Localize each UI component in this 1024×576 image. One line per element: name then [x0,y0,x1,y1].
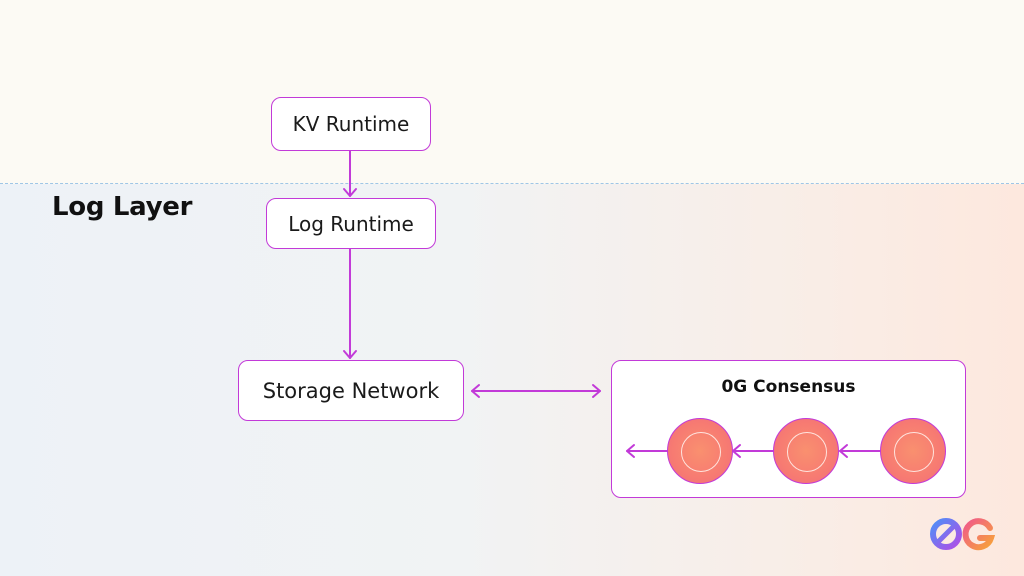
layer-title: Log Layer [52,192,193,222]
consensus-block [880,418,946,484]
layer-divider [0,183,1024,184]
consensus-block [667,418,733,484]
consensus-title: 0G Consensus [721,377,856,397]
block-inner-ring [681,432,721,472]
upper-background [0,0,1024,184]
storage-network-node: Storage Network [238,360,464,421]
log-runtime-node: Log Runtime [266,198,436,249]
block-inner-ring [894,432,934,472]
consensus-block [773,418,839,484]
0g-logo-icon [930,518,996,551]
kv-runtime-node: KV Runtime [271,97,431,151]
block-inner-ring [787,432,827,472]
